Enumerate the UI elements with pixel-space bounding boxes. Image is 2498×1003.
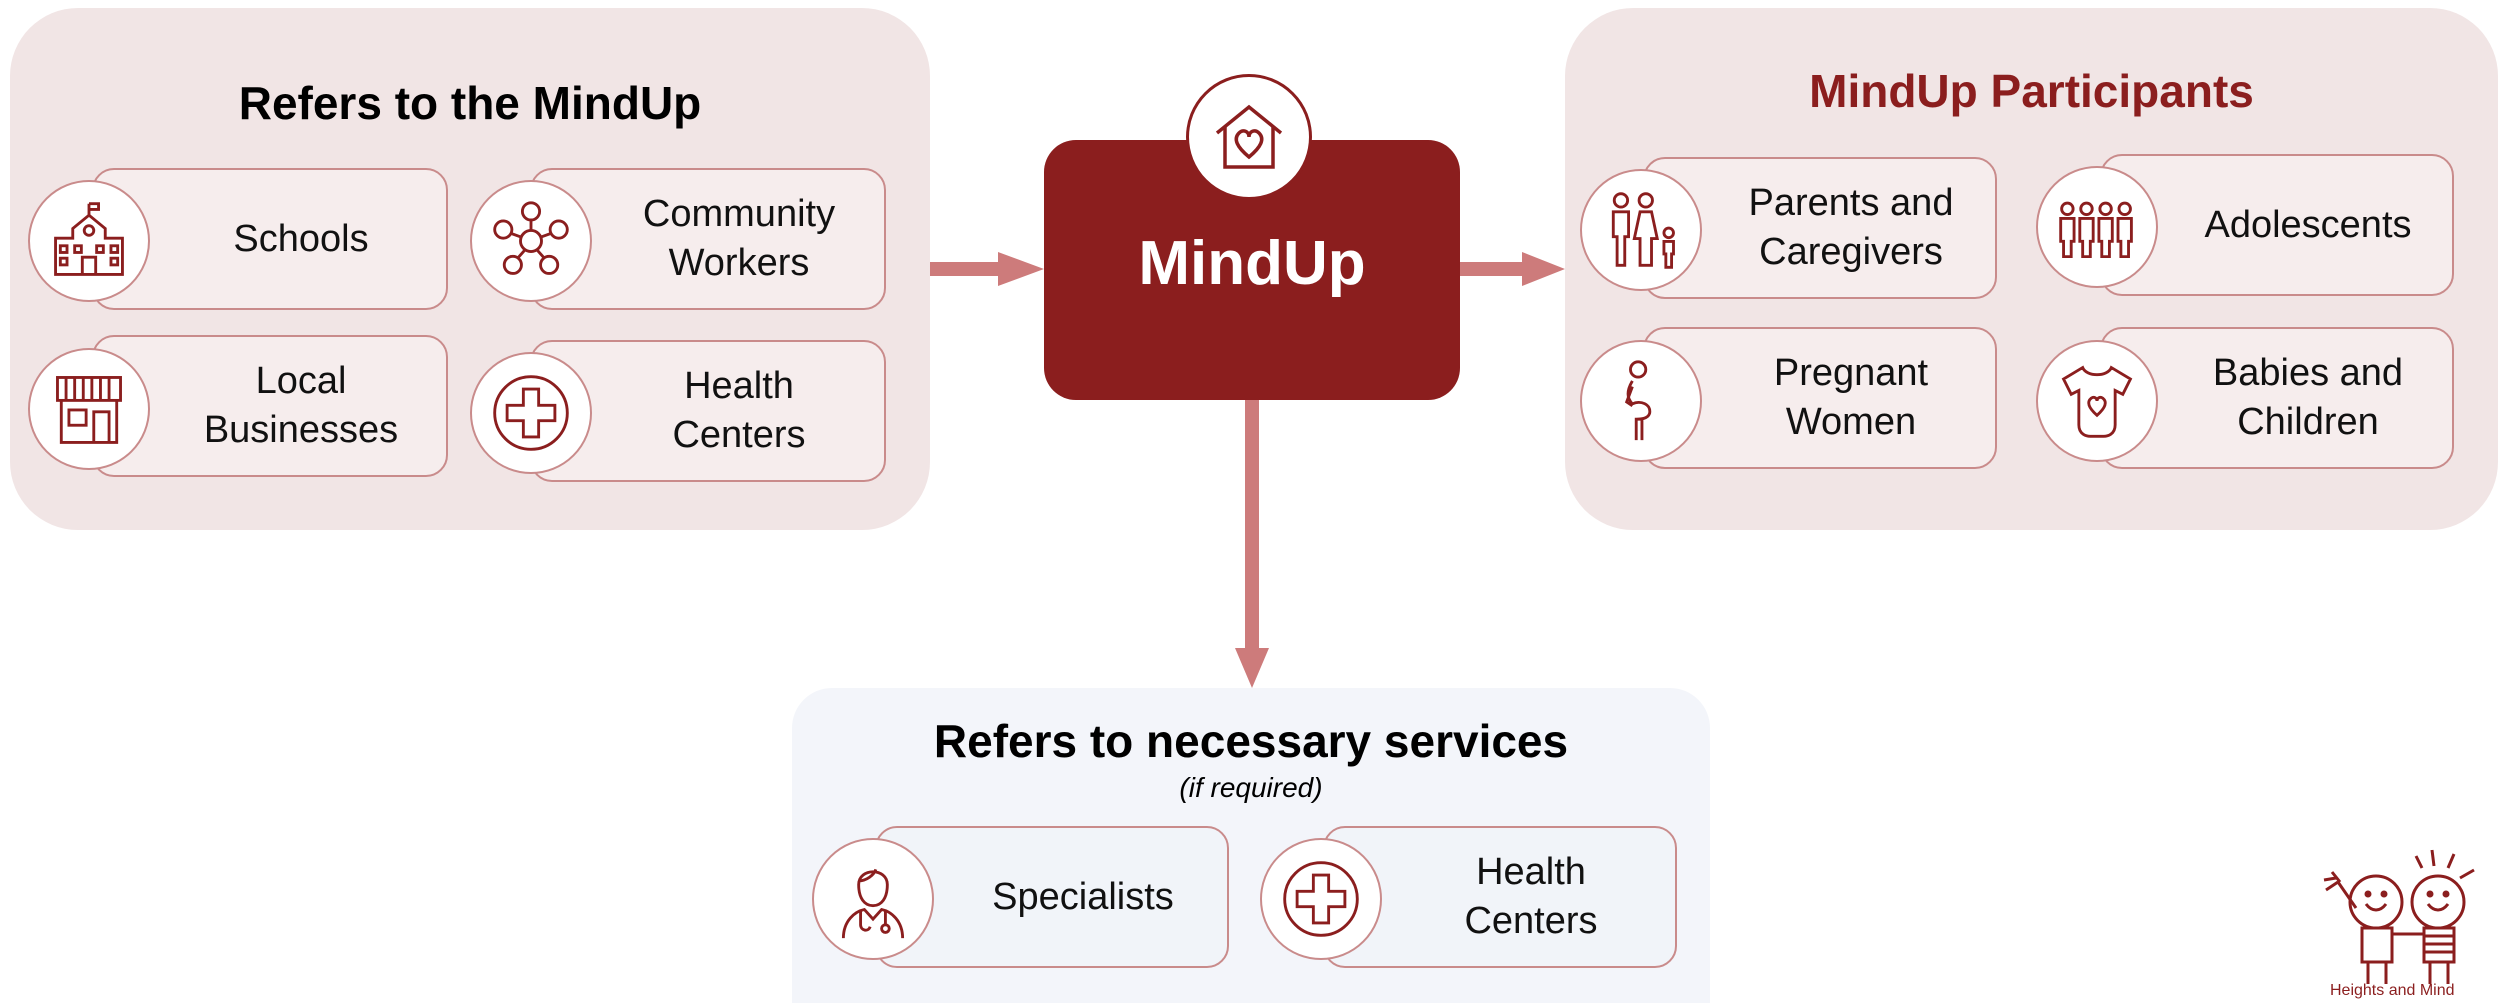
two-kids-logo-icon — [2323, 849, 2475, 984]
services-subtitle: (if required) — [1179, 772, 1323, 803]
storefront-icon — [28, 348, 150, 470]
doctor-stethoscope-icon — [812, 838, 934, 960]
card-health-centers-services: Health Centers — [1323, 826, 1677, 968]
pregnant-woman-icon — [1580, 340, 1702, 462]
card-label: Specialists — [992, 875, 1174, 918]
arrow-referrers-to-mindup-head — [998, 252, 1044, 286]
mindup-label: MindUp — [1138, 229, 1366, 298]
house-heart-icon — [1186, 74, 1312, 200]
card-label: Babies and Children — [2212, 352, 2404, 443]
school-building-icon — [28, 180, 150, 302]
arrow-mindup-to-services — [1245, 400, 1259, 650]
participants-title: MindUp Participants — [1809, 65, 2254, 117]
card-adolescents: Adolescents — [2100, 154, 2454, 296]
card-label: Health Centers — [672, 365, 806, 456]
card-label: Community Workers — [642, 193, 836, 284]
card-label: Local Businesses — [203, 360, 399, 451]
card-specialists: Specialists — [875, 826, 1229, 968]
arrow-referrers-to-mindup — [930, 262, 1000, 276]
group-of-people-icon — [2036, 166, 2158, 288]
arrow-mindup-to-participants — [1460, 262, 1524, 276]
arrow-mindup-to-services-head — [1235, 648, 1269, 688]
referrers-title: Refers to the MindUp — [238, 77, 702, 129]
community-network-icon — [470, 180, 592, 302]
medical-cross-icon — [470, 352, 592, 474]
card-label: Adolescents — [2204, 203, 2412, 246]
logo-text: Heights and Mind — [2330, 982, 2455, 999]
card-local-businesses: Local Businesses — [92, 335, 448, 477]
card-parents-caregivers: Parents and Caregivers — [1643, 157, 1997, 299]
services-title: Refers to necessary services — [933, 715, 1569, 767]
card-label: Health Centers — [1464, 851, 1598, 942]
card-community-workers: Community Workers — [530, 168, 886, 310]
arrow-mindup-to-participants-head — [1522, 252, 1565, 286]
card-label: Parents and Caregivers — [1748, 182, 1954, 273]
card-label: Pregnant Women — [1773, 352, 1929, 443]
card-pregnant-women: Pregnant Women — [1643, 327, 1997, 469]
card-babies-children: Babies and Children — [2100, 327, 2454, 469]
family-icon — [1580, 169, 1702, 291]
card-label: Schools — [233, 217, 369, 260]
baby-onesie-icon — [2036, 340, 2158, 462]
medical-cross-icon — [1260, 838, 1382, 960]
